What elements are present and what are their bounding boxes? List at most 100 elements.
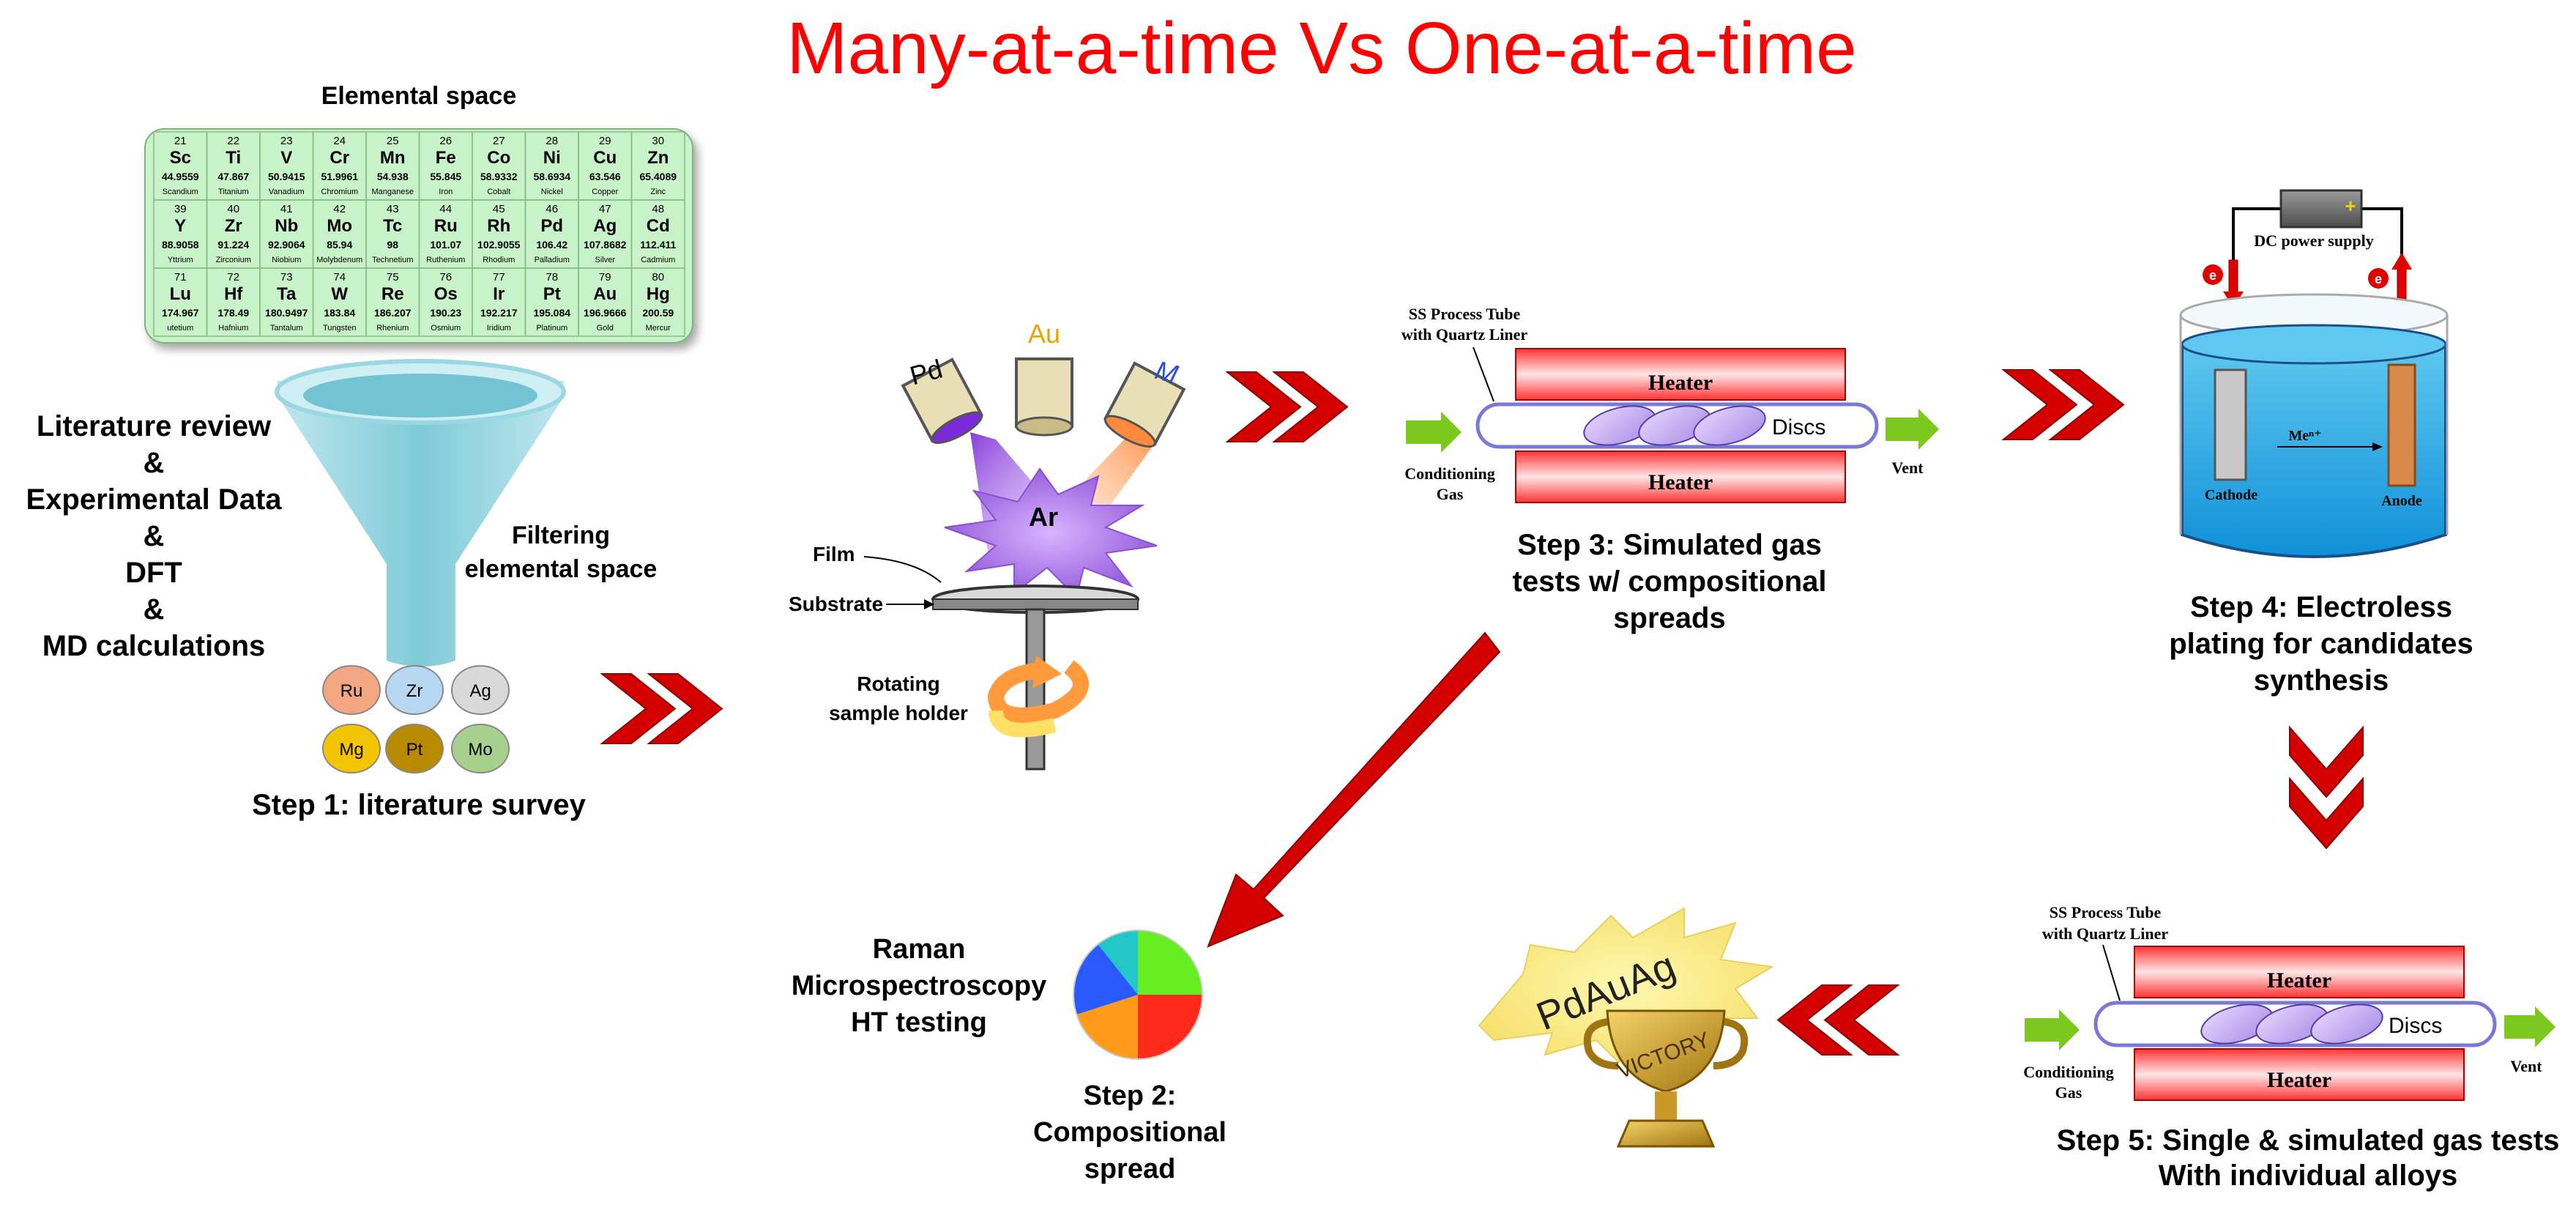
element-name: Zirconium	[216, 256, 251, 264]
element-mass: 183.84	[324, 307, 355, 319]
cathode-label: Cathode	[2205, 487, 2257, 503]
element-chip-label: Mo	[468, 740, 492, 760]
element-name: Platinum	[536, 324, 567, 333]
electron-sign-left: e	[2209, 268, 2216, 283]
element-symbol: Co	[487, 148, 510, 168]
element-name: Gold	[597, 324, 614, 333]
element-mass: 106.42	[536, 239, 567, 251]
electroless-plating-bath: + DC power supply e e Meⁿ⁺ Cathode Anode	[2179, 189, 2449, 558]
conditioning-label-1: Conditioning	[1404, 464, 1495, 483]
element-name: utetium	[167, 324, 193, 333]
ar-label: Ar	[1029, 502, 1058, 532]
dc-supply-label: DC power supply	[2254, 231, 2373, 250]
element-name: Titanium	[218, 188, 249, 196]
element-symbol: Lu	[170, 284, 191, 304]
element-name: Hafnium	[218, 324, 248, 333]
ss-tube2-label-2: with Quartz Liner	[2042, 924, 2169, 943]
element-symbol: Au	[593, 284, 617, 304]
element-symbol: Rh	[487, 216, 510, 236]
element-mass: 180.9497	[265, 307, 308, 319]
element-name: Silver	[595, 256, 615, 264]
element-number: 45	[493, 203, 505, 215]
element-name: Mercur	[646, 324, 671, 333]
gas-test-tube-2: SS Process Tube with Quartz Liner Heater…	[2023, 903, 2555, 1102]
chevron-arrow-icon	[601, 673, 723, 744]
element-mass: 92.9064	[268, 239, 305, 251]
element-mass: 88.9058	[162, 239, 199, 251]
element-name: Tantalum	[270, 324, 303, 333]
ss-tube-label-2: with Quartz Liner	[1401, 325, 1528, 344]
rotating-label-1: Rotating	[857, 672, 940, 695]
step5-line-1: Step 5: Single & simulated gas tests	[2057, 1124, 2560, 1157]
element-name: Ruthenium	[426, 256, 465, 264]
element-symbol: Ti	[226, 148, 241, 168]
element-symbol: Ni	[543, 148, 561, 168]
element-number: 29	[599, 135, 611, 147]
element-symbol: Cr	[330, 148, 349, 168]
element-name: Rhenium	[376, 324, 409, 333]
funnel-icon	[275, 359, 566, 667]
element-symbol: Zr	[225, 216, 242, 236]
element-number: 44	[439, 203, 452, 215]
element-chip: Ru	[322, 665, 381, 715]
element-name: Cadmium	[641, 256, 675, 264]
element-symbol: Mn	[380, 148, 406, 168]
left-input-list: Literature review & Experimental Data & …	[26, 410, 282, 662]
step5-label: Step 5: Single & simulated gas tests Wit…	[2057, 1124, 2560, 1192]
element-symbol: Tc	[383, 216, 402, 236]
element-number: 78	[546, 271, 558, 283]
element-symbol: Ag	[593, 216, 617, 236]
step3-label: Step 3: Simulated gas tests w/ compositi…	[1513, 529, 1827, 634]
discs2-label: Discs	[2389, 1014, 2442, 1038]
vent-label: Vent	[1891, 459, 1924, 477]
element-symbol: Hf	[224, 284, 243, 304]
element-name: Scandium	[163, 188, 198, 196]
element-chip-label: Ru	[340, 681, 363, 701]
heater-top-label: Heater	[1648, 371, 1713, 395]
list-line-2: &	[144, 447, 165, 479]
element-mass: 63.546	[589, 171, 621, 182]
element-symbol: Fe	[436, 148, 456, 168]
element-symbol: Ru	[434, 216, 458, 236]
element-mass: 200.59	[642, 307, 674, 319]
element-symbol: Re	[381, 284, 404, 304]
element-chip: Ag	[451, 665, 510, 715]
element-name: Cobalt	[487, 188, 510, 196]
battery-plus-sign: +	[2345, 195, 2356, 217]
element-mass: 58.9332	[480, 171, 518, 182]
diagram-title: Many-at-a-time Vs One-at-a-time	[786, 7, 1856, 89]
elemental-space-label: Elemental space	[321, 82, 516, 110]
step3-line-2: tests w/ compositional	[1513, 565, 1827, 598]
element-name: Vanadium	[269, 188, 305, 196]
filter-label-line-1: Filtering	[512, 522, 610, 549]
element-symbol: Hg	[647, 284, 670, 304]
element-number: 74	[333, 271, 346, 283]
element-mass: 196.9666	[584, 307, 627, 319]
element-number: 22	[227, 135, 239, 147]
element-name: Nickel	[541, 188, 563, 196]
heater2-bottom-label: Heater	[2267, 1068, 2331, 1092]
element-chip: Zr	[385, 665, 444, 715]
ss-tube-label-1: SS Process Tube	[1409, 305, 1521, 323]
element-mass: 192.217	[480, 307, 518, 319]
element-symbol: Ta	[277, 284, 297, 304]
element-name: Yttrium	[168, 256, 193, 264]
step3-line-3: spreads	[1613, 602, 1725, 634]
element-mass: 190.23	[430, 307, 461, 319]
conditioning-label-2: Gas	[1437, 485, 1464, 503]
element-symbol: Sc	[170, 148, 191, 168]
film-label: Film	[813, 543, 855, 565]
element-name: Niobium	[272, 256, 301, 264]
element-mass: 186.207	[374, 307, 412, 319]
list-line-3: Experimental Data	[26, 483, 282, 516]
element-mass: 112.411	[640, 239, 676, 251]
element-mass: 55.845	[430, 171, 461, 182]
